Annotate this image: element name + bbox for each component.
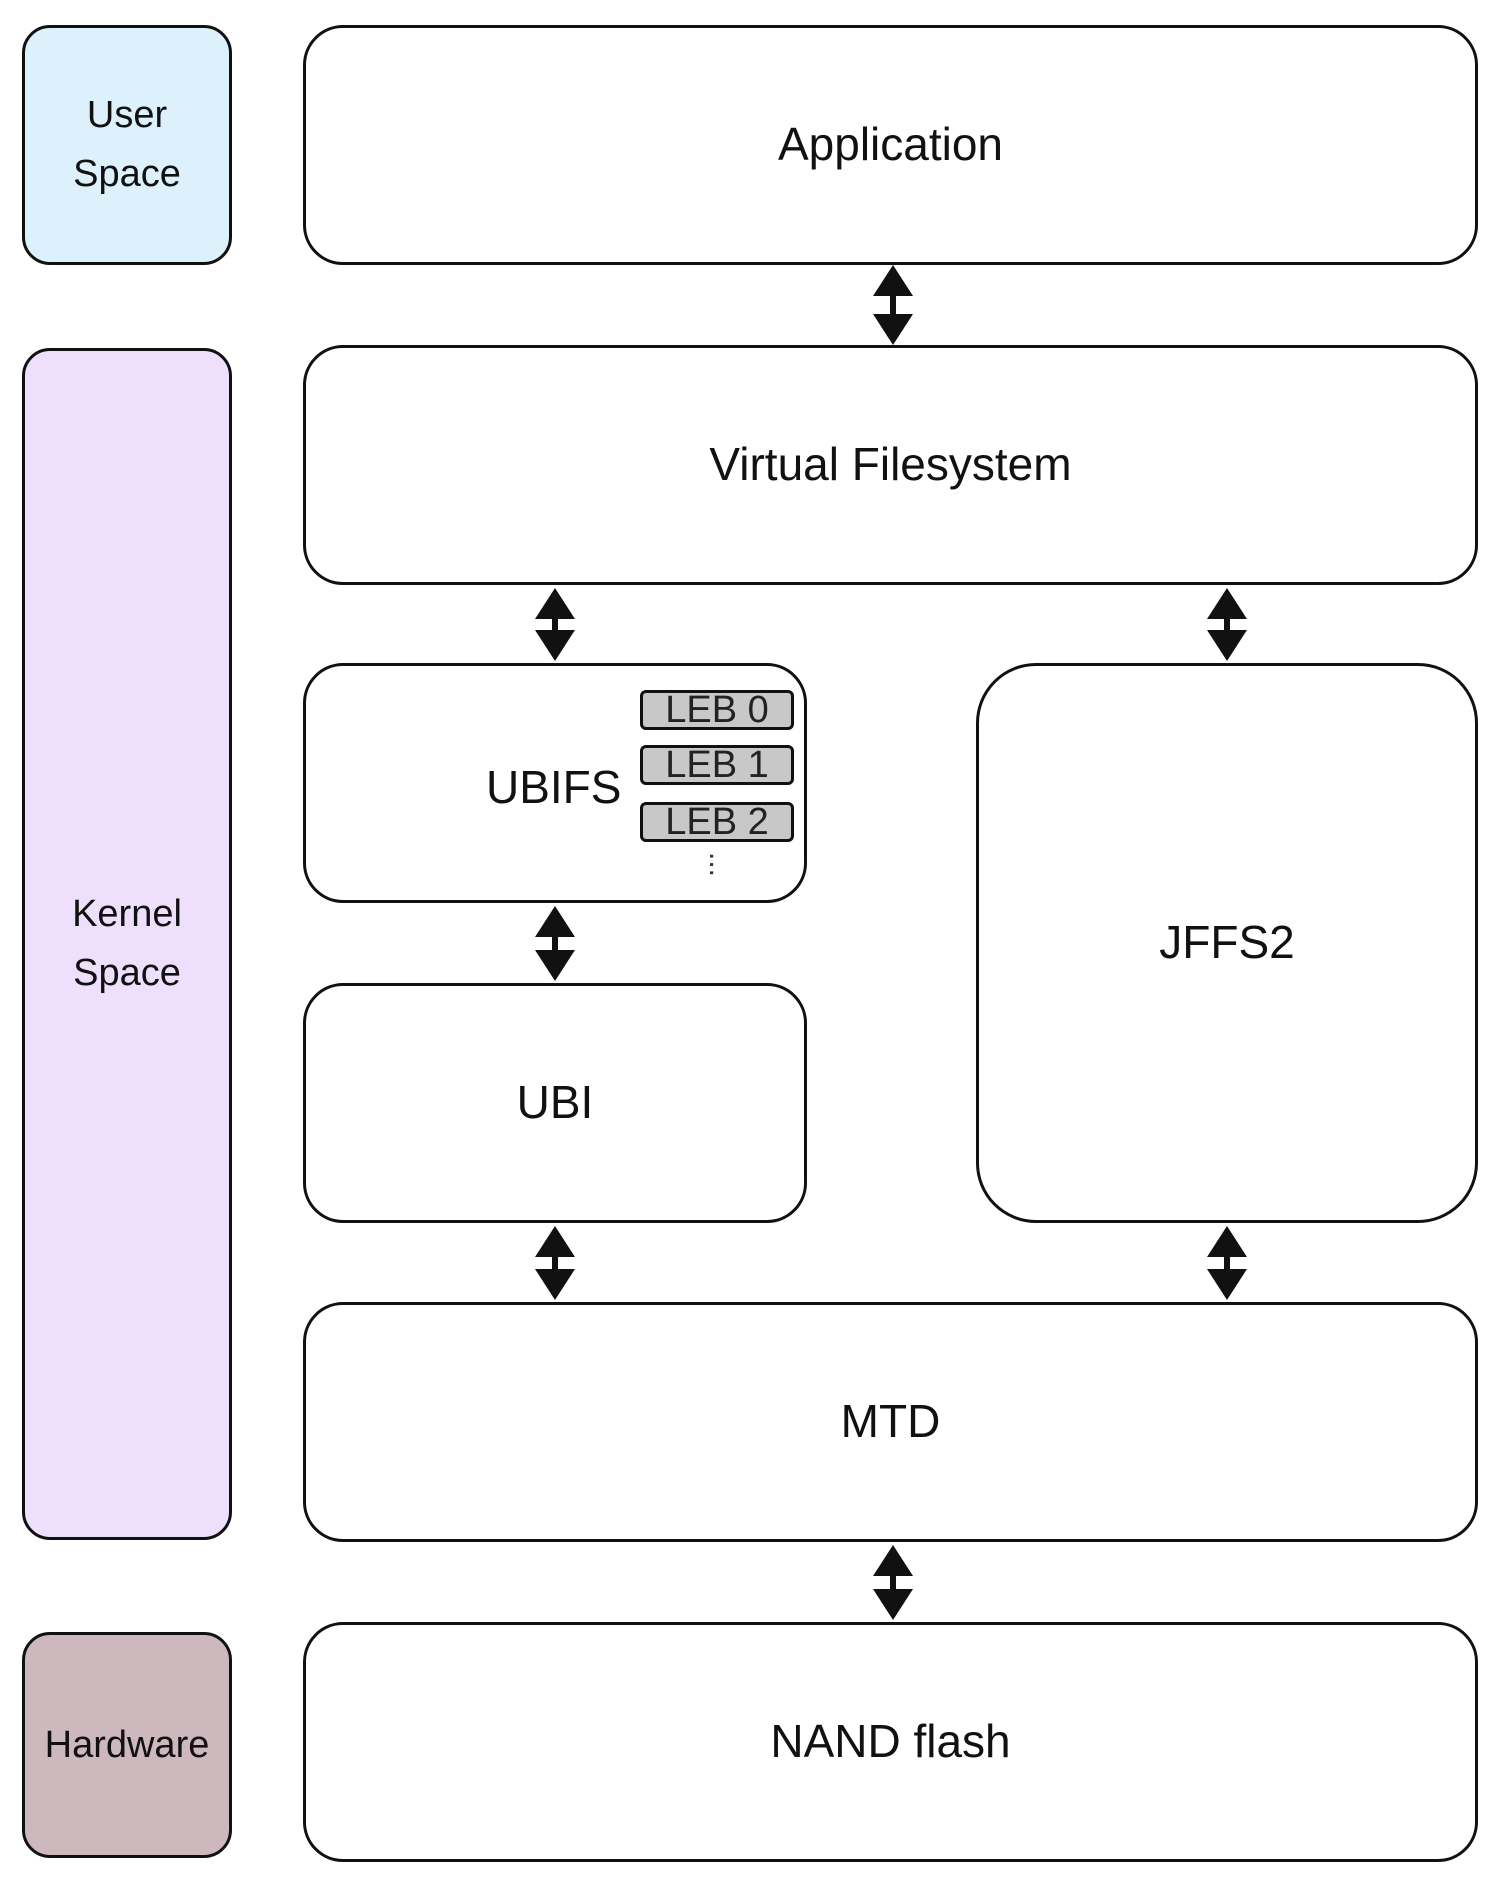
leb-1-label: LEB 1 <box>665 744 769 786</box>
hardware-band: Hardware <box>22 1632 232 1858</box>
application-label: Application <box>777 118 1004 171</box>
leb-2-label: LEB 2 <box>665 801 769 843</box>
user-space-label: User Space <box>73 94 181 195</box>
arrow-vfs-jffs2-up <box>1207 588 1247 619</box>
leb-0-label: LEB 0 <box>665 689 769 731</box>
kernel-space-label: Kernel Space <box>72 893 182 994</box>
kernel-space-band: Kernel Space <box>22 348 232 1540</box>
arrow-vfs-ubifs <box>535 588 575 661</box>
arrow-jffs2-mtd-down <box>1207 1269 1247 1300</box>
arrow-mtd-nand-up <box>873 1545 913 1576</box>
leb-2-block: LEB 2 <box>640 802 794 842</box>
arrow-ubi-mtd-down <box>535 1269 575 1300</box>
arrow-mtd-nand <box>873 1545 913 1620</box>
arrow-ubifs-ubi <box>535 906 575 981</box>
vfs-label: Virtual Filesystem <box>709 438 1072 491</box>
ubifs-label: UBIFS <box>486 761 622 813</box>
ubifs-box: UBIFS LEB 0 LEB 1 LEB 2 ... <box>303 663 807 903</box>
nand-flash-box: NAND flash <box>303 1622 1478 1862</box>
ubi-label: UBI <box>516 1076 594 1129</box>
vfs-box: Virtual Filesystem <box>303 345 1478 585</box>
leb-1-block: LEB 1 <box>640 745 794 785</box>
arrow-app-vfs-up <box>873 265 913 296</box>
arrow-ubi-mtd-up <box>535 1226 575 1257</box>
leb-0-block: LEB 0 <box>640 690 794 730</box>
ubi-box: UBI <box>303 983 807 1223</box>
application-box: Application <box>303 25 1478 265</box>
jffs2-box: JFFS2 <box>976 663 1478 1223</box>
arrow-vfs-jffs2 <box>1207 588 1247 661</box>
arrow-jffs2-mtd-up <box>1207 1226 1247 1257</box>
nand-flash-label: NAND flash <box>770 1715 1011 1768</box>
arrow-vfs-ubifs-down <box>535 630 575 661</box>
arrow-app-vfs-down <box>873 314 913 345</box>
arrow-app-vfs <box>873 265 913 345</box>
mtd-box: MTD <box>303 1302 1478 1542</box>
arrow-ubifs-ubi-up <box>535 906 575 937</box>
leb-ellipsis: ... <box>703 852 736 878</box>
arrow-mtd-nand-down <box>873 1589 913 1620</box>
arrow-ubifs-ubi-down <box>535 950 575 981</box>
user-space-band: User Space <box>22 25 232 265</box>
arrow-vfs-jffs2-down <box>1207 630 1247 661</box>
jffs2-label: JFFS2 <box>1159 916 1295 969</box>
arrow-ubi-mtd <box>535 1226 575 1300</box>
arrow-vfs-ubifs-up <box>535 588 575 619</box>
arrow-jffs2-mtd <box>1207 1226 1247 1300</box>
mtd-label: MTD <box>840 1395 941 1448</box>
hardware-label: Hardware <box>44 1723 210 1766</box>
